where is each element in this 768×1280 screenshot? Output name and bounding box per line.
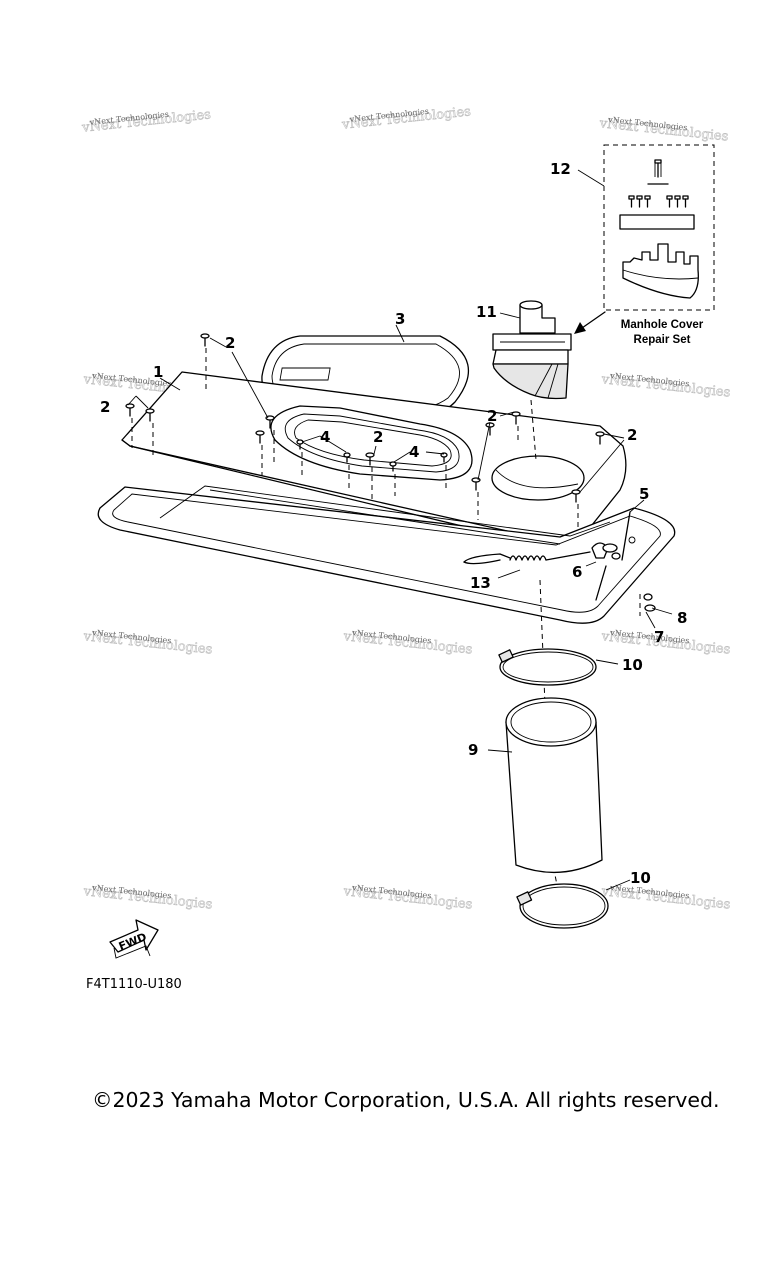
part-5-bolt bbox=[595, 511, 631, 601]
fwd-label: FWD bbox=[117, 930, 149, 953]
watermark: vNext Technologies vNext Technologies bbox=[82, 628, 214, 658]
callout-4: 4 bbox=[320, 428, 330, 446]
callout-12: 12 bbox=[550, 160, 571, 178]
leader-lines bbox=[127, 169, 673, 891]
part-10-clamp-lower bbox=[516, 883, 609, 929]
screws-2 bbox=[125, 333, 605, 503]
callout-10: 10 bbox=[630, 869, 651, 887]
part-9-tube bbox=[505, 697, 603, 874]
diagram-code: F4T1110-U180 bbox=[86, 977, 182, 992]
fasteners-4 bbox=[296, 439, 448, 472]
part-13-lanyard bbox=[463, 551, 591, 565]
kit-hinge-icon bbox=[622, 243, 699, 299]
callout-2: 2 bbox=[373, 428, 383, 446]
watermark: vNext Technologies vNext Technologies bbox=[342, 883, 474, 913]
callout-2: 2 bbox=[627, 426, 637, 444]
kit-label-line1: Manhole Cover bbox=[621, 319, 704, 331]
part-6-shackle bbox=[591, 542, 621, 560]
callout-6: 6 bbox=[572, 563, 582, 581]
watermark: vNext Technologies vNext Technologies bbox=[600, 628, 732, 658]
kit-screws-row-icon bbox=[628, 195, 689, 208]
kit-screw-icon bbox=[647, 159, 669, 185]
watermark: vNext Technologies vNext Technologies bbox=[340, 104, 472, 133]
callout-2: 2 bbox=[487, 407, 497, 425]
fwd-arrow-icon: FWD bbox=[109, 919, 159, 959]
part-11-hatch-hinge bbox=[492, 300, 572, 400]
callout-13: 13 bbox=[470, 574, 491, 592]
callout-4: 4 bbox=[409, 443, 419, 461]
deck-frame bbox=[97, 485, 676, 624]
repair-kit-box: Manhole Cover Repair Set bbox=[603, 144, 715, 346]
kit-plate-icon bbox=[619, 214, 695, 230]
callout-1: 1 bbox=[153, 363, 163, 381]
watermark: vNext Technologies vNext Technologies bbox=[82, 883, 214, 913]
kit-label-line2: Repair Set bbox=[634, 334, 691, 346]
callouts: 1 2 2 2 2 2 3 4 4 5 6 7 8 9 10 10 11 12 … bbox=[100, 160, 687, 887]
watermark: vNext Technologies vNext Technologies bbox=[80, 107, 212, 136]
callout-2: 2 bbox=[100, 398, 110, 416]
callout-8: 8 bbox=[677, 609, 687, 627]
part-10-clamp-upper bbox=[498, 648, 597, 686]
watermark: vNext Technologies vNext Technologies bbox=[598, 115, 730, 145]
callout-5: 5 bbox=[639, 485, 649, 503]
callout-11: 11 bbox=[476, 303, 497, 321]
watermark: vNext Technologies vNext Technologies bbox=[600, 371, 732, 401]
copyright-notice: ©2023 Yamaha Motor Corporation, U.S.A. A… bbox=[92, 1088, 720, 1112]
watermark: vNext Technologies vNext Technologies bbox=[342, 628, 474, 658]
callout-3: 3 bbox=[395, 310, 405, 328]
part-7-part-8-fittings bbox=[639, 593, 656, 616]
kit-arrow bbox=[574, 311, 606, 334]
watermark: vNext Technologies vNext Technologies bbox=[600, 883, 732, 913]
callout-10: 10 bbox=[622, 656, 643, 674]
callout-2: 2 bbox=[225, 334, 235, 352]
callout-9: 9 bbox=[468, 741, 478, 759]
callout-7: 7 bbox=[654, 628, 664, 646]
